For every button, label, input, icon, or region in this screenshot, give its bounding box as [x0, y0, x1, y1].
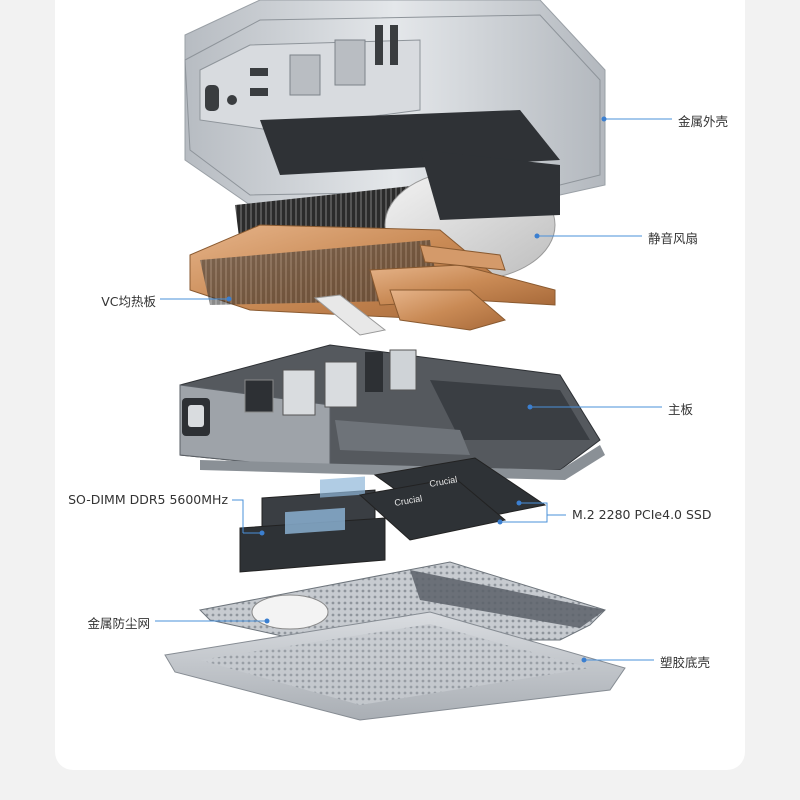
leader-lines	[155, 118, 672, 661]
ssd-brand-label: Crucial	[429, 474, 458, 489]
label-vc-plate: VC均热板	[101, 294, 156, 309]
metal-case	[184, 0, 606, 206]
label-plastic-base: 塑胶底壳	[660, 655, 711, 670]
vc-vapor-chamber	[189, 224, 556, 336]
label-silent-fan: 静音风扇	[648, 231, 699, 246]
ssd-module: Crucial Crucial	[358, 457, 547, 541]
motherboard	[179, 344, 605, 480]
label-dust-mesh: 金属防尘网	[87, 616, 150, 631]
memory-module	[239, 476, 386, 573]
leader-dots	[226, 116, 607, 663]
metal-dust-mesh	[198, 561, 606, 641]
leader-ssd	[500, 502, 548, 523]
ssd-brand-label-2: Crucial	[394, 493, 423, 508]
label-memory: SO-DIMM DDR5 5600MHz	[68, 492, 228, 507]
label-motherboard: 主板	[668, 402, 694, 417]
leader-memory	[232, 499, 244, 533]
label-metal-case: 金属外壳	[678, 114, 729, 129]
plastic-base-shell	[164, 611, 626, 721]
label-ssd: M.2 2280 PCIe4.0 SSD	[572, 507, 712, 522]
